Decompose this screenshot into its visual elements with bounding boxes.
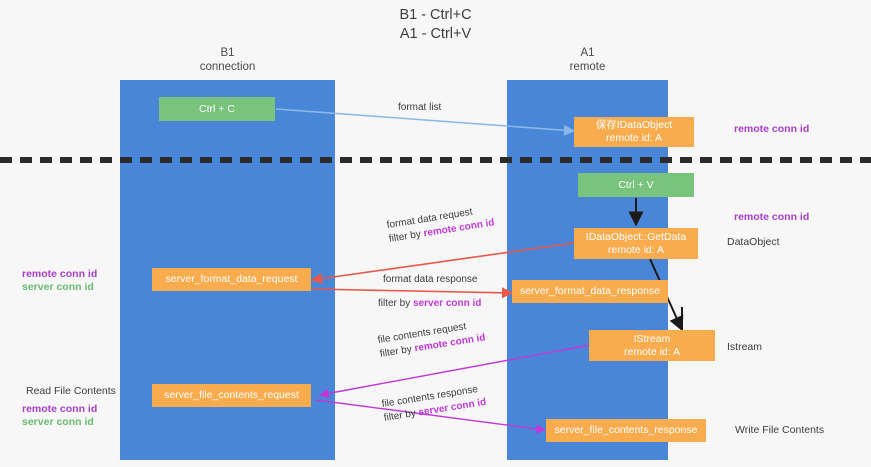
annotation-read-file-contents: Read File Contents (26, 385, 116, 397)
edge-label-file-contents-response: file contents response filter by server … (381, 382, 487, 426)
edge-label-format-list: format list (398, 101, 441, 115)
node-save-idataobject-line1: 保存IDataObject (595, 119, 673, 131)
edge-label-format-data-request: format data request filter by remote con… (386, 202, 496, 246)
node-server-format-data-response-label: server_format_data_response (519, 285, 661, 297)
annotation-left-remote-conn-id-2: remote conn id (22, 403, 98, 415)
node-server-file-contents-request[interactable]: server_file_contents_request (152, 384, 311, 407)
node-ctrl-c-label: Ctrl + C (199, 102, 235, 115)
title-line-2: A1 - Ctrl+V (399, 26, 472, 42)
annotation-remote-conn-id-top: remote conn id (734, 123, 810, 135)
edge-label-file-contents-request: file contents request filter by remote c… (377, 317, 487, 361)
annotation-left-server-conn-id: server conn id (22, 281, 94, 293)
node-server-file-contents-response-label: server_file_contents_response (554, 424, 698, 436)
node-istream-line1: IStream (633, 332, 671, 345)
node-istream[interactable]: IStream remote id: A (589, 330, 715, 361)
edge-label-format-data-response: format data response (383, 273, 478, 287)
edge-label-filter-prefix-2: filter by (378, 298, 414, 309)
edge-label-format-data-response-filter: filter by server conn id (378, 297, 481, 311)
edge-label-format-data-response-text: format data response (383, 274, 478, 285)
node-idataobject-getdata-line2: remote id: A (607, 243, 665, 256)
node-idataobject-getdata-line1: IDataObject::GetData (585, 230, 687, 243)
annotation-istream: Istream (727, 341, 763, 353)
annotation-dataobject: DataObject (727, 236, 780, 248)
node-server-format-data-response[interactable]: server_format_data_response (512, 280, 668, 303)
node-server-format-data-request-label: server_format_data_request (165, 273, 298, 285)
node-server-format-data-request[interactable]: server_format_data_request (152, 268, 311, 291)
edge-label-filter-value-2: server conn id (413, 298, 482, 309)
page-title: B1 - Ctrl+C A1 - Ctrl+V (0, 6, 871, 44)
title-line-1: B1 - Ctrl+C (399, 7, 472, 23)
node-idataobject-getdata[interactable]: IDataObject::GetData remote id: A (574, 228, 698, 259)
node-server-file-contents-request-label: server_file_contents_request (164, 389, 299, 401)
phase-separator (0, 157, 871, 163)
edge-label-format-list-text: format list (398, 102, 442, 113)
annotation-left-server-conn-id-2: server conn id (22, 416, 94, 428)
annotation-left-remote-conn-id: remote conn id (22, 268, 98, 280)
annotation-remote-conn-id-mid: remote conn id (734, 211, 810, 223)
node-save-idataobject-line2: remote id: A (605, 132, 663, 144)
node-ctrl-v[interactable]: Ctrl + V (578, 173, 694, 197)
node-ctrl-v-label: Ctrl + V (618, 178, 654, 191)
node-istream-line2: remote id: A (623, 345, 681, 358)
lane-header-a1-name: A1 (580, 47, 595, 59)
lane-header-b1-role: connection (199, 61, 256, 73)
lane-header-b1-name: B1 (220, 47, 235, 59)
node-server-file-contents-response[interactable]: server_file_contents_response (546, 419, 706, 442)
annotation-write-file-contents: Write File Contents (735, 424, 825, 436)
node-ctrl-c[interactable]: Ctrl + C (159, 97, 275, 121)
lane-header-b1: B1 connection (120, 46, 335, 74)
node-save-idataobject[interactable]: 保存IDataObject remote id: A (574, 117, 694, 147)
connector-format-data-response (311, 287, 514, 299)
lane-header-a1-role: remote (569, 61, 606, 73)
lane-header-a1: A1 remote (507, 46, 668, 74)
